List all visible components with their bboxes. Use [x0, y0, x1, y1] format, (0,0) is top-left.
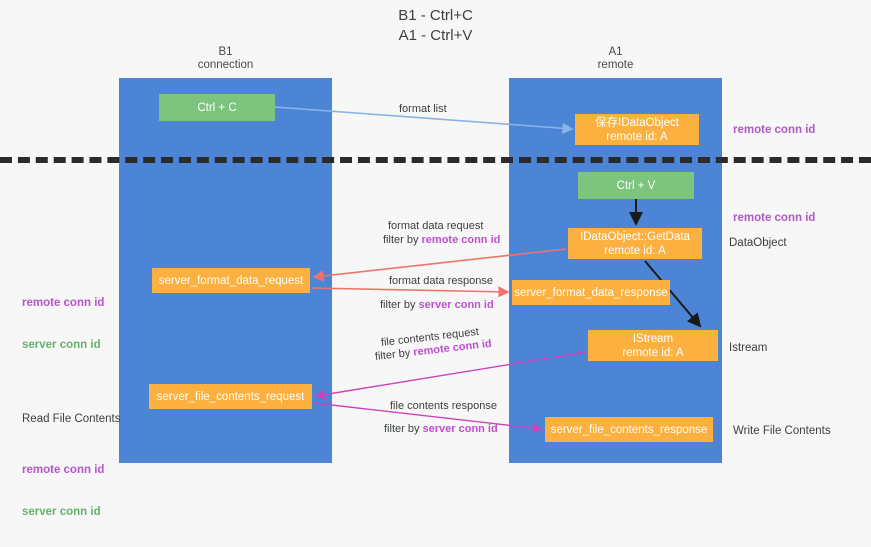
node-ctrl-c[interactable]: Ctrl + C: [159, 94, 275, 121]
filter-prefix: filter by: [380, 299, 419, 311]
annotation-server-conn-id: server conn id: [22, 339, 101, 351]
filter-key-server-conn-id: server conn id: [422, 423, 498, 435]
annotation-read-file-contents: Read File Contents: [22, 413, 121, 425]
annotation-server-conn-id: server conn id: [22, 506, 101, 518]
node-server-file-contents-response[interactable]: server_file_contents_response: [545, 417, 713, 442]
annotation-text: Istream: [729, 342, 768, 354]
annotation-istream: Istream: [729, 341, 767, 355]
column-header-b1: B1 connection: [197, 46, 254, 71]
node-save-idataobject[interactable]: 保存IDataObject remote id: A: [575, 114, 699, 145]
annotation-text: Write File Contents: [733, 425, 831, 437]
edge-label-format-data-request: format data request: [388, 220, 484, 232]
phase-divider: [0, 157, 871, 163]
annotation-remote-conn-id-top: remote conn id: [733, 123, 815, 137]
filter-key-remote-conn-id: remote conn id: [421, 234, 501, 246]
column-header-a1: A1 remote: [597, 46, 634, 71]
annotation-text: remote conn id: [733, 212, 816, 224]
annotation-dataobject: DataObject: [729, 236, 787, 250]
diagram-title: B1 - Ctrl+C A1 - Ctrl+V: [398, 7, 473, 44]
annotation-text: DataObject: [729, 237, 787, 249]
filter-key-server-conn-id: server conn id: [418, 299, 494, 311]
node-server-format-data-response[interactable]: server_format_data_response: [512, 280, 670, 305]
edge-label-format-data-response-filter: filter by server conn id: [380, 298, 494, 312]
node-ctrl-v[interactable]: Ctrl + V: [578, 172, 694, 199]
annotation-group-conn-ids-top: remote conn id server conn id: [22, 268, 104, 380]
annotation-remote-conn-id: remote conn id: [22, 297, 105, 309]
node-istream[interactable]: IStream remote id: A: [588, 330, 718, 361]
annotation-remote-conn-id: remote conn id: [22, 464, 105, 476]
annotation-remote-conn-id-mid: remote conn id: [733, 211, 815, 225]
edge-label-file-contents-response: file contents response: [390, 400, 498, 412]
annotation-group-read-file-contents: Read File Contents remote conn id server…: [22, 384, 120, 547]
filter-prefix: filter by: [383, 234, 422, 246]
annotation-write-file-contents: Write File Contents: [733, 424, 831, 438]
edge-label-format-data-request-filter: filter by remote conn id: [383, 233, 500, 247]
edge-label-format-list: format list: [399, 103, 447, 115]
node-server-format-data-request[interactable]: server_format_data_request: [152, 268, 310, 293]
node-idataobject-getdata[interactable]: IDataObject::GetData remote id: A: [568, 228, 702, 259]
annotation-text: remote conn id: [733, 124, 816, 136]
edge-label-format-data-response: format data response: [389, 275, 493, 287]
node-server-file-contents-request[interactable]: server_file_contents_request: [149, 384, 312, 409]
diagram-canvas: B1 - Ctrl+C A1 - Ctrl+V B1 connection A1…: [0, 7, 871, 518]
filter-prefix: filter by: [384, 423, 423, 435]
filter-prefix: filter by: [374, 346, 414, 363]
edge-label-file-contents-response-filter: filter by server conn id: [384, 422, 498, 436]
